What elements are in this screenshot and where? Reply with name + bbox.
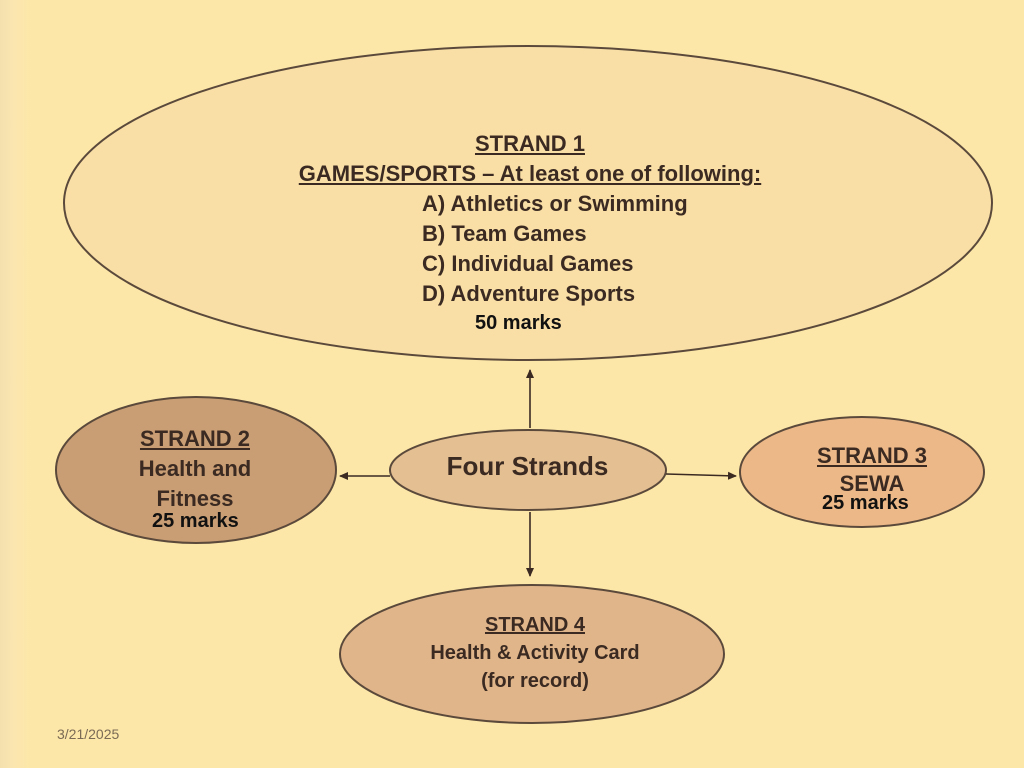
- strand2-line2: Fitness: [156, 486, 234, 511]
- strand3-line1: SEWA: [839, 471, 905, 496]
- strand1-ellipse: [63, 45, 993, 361]
- strand4-line2: (for record): [481, 670, 589, 692]
- strand1-item: D) Adventure Sports: [422, 281, 636, 306]
- strand1-item: A) Athletics or Swimming: [422, 191, 688, 216]
- strand2-title: STRAND 2: [139, 426, 250, 451]
- strand1-title: STRAND 1: [474, 131, 585, 156]
- strand4-line1: Health & Activity Card: [430, 642, 640, 664]
- slide-date: 3/21/2025: [57, 726, 120, 742]
- strand4-title: STRAND 4: [484, 614, 585, 636]
- arrow-right: [665, 471, 737, 480]
- strand1-text: STRAND 1 GAMES/SPORTS – At least one of …: [270, 129, 790, 309]
- strand2-text: STRAND 2 Health and Fitness: [100, 424, 290, 514]
- strand4-text: STRAND 4 Health & Activity Card (for rec…: [380, 611, 690, 695]
- center-label: Four Strands: [446, 451, 609, 481]
- center-ellipse: [389, 429, 667, 511]
- strand1-item: C) Individual Games: [422, 251, 634, 276]
- strand3-title: STRAND 3: [816, 443, 927, 468]
- strand2-line1: Health and: [138, 456, 252, 481]
- strand3-ellipse: [739, 416, 985, 528]
- strand1-list: A) Athletics or Swimming B) Team Games C…: [270, 189, 790, 309]
- strand2-marks: 25 marks: [152, 510, 239, 532]
- strand1-subtitle: GAMES/SPORTS – At least one of following…: [298, 161, 762, 186]
- strand3-text: STRAND 3 SEWA: [782, 442, 962, 498]
- strand2-ellipse: [55, 396, 337, 544]
- strand3-marks: 25 marks: [822, 492, 909, 514]
- strand1-marks: 50 marks: [475, 312, 562, 334]
- strand1-item: B) Team Games: [422, 221, 587, 246]
- strand4-ellipse: [339, 584, 725, 724]
